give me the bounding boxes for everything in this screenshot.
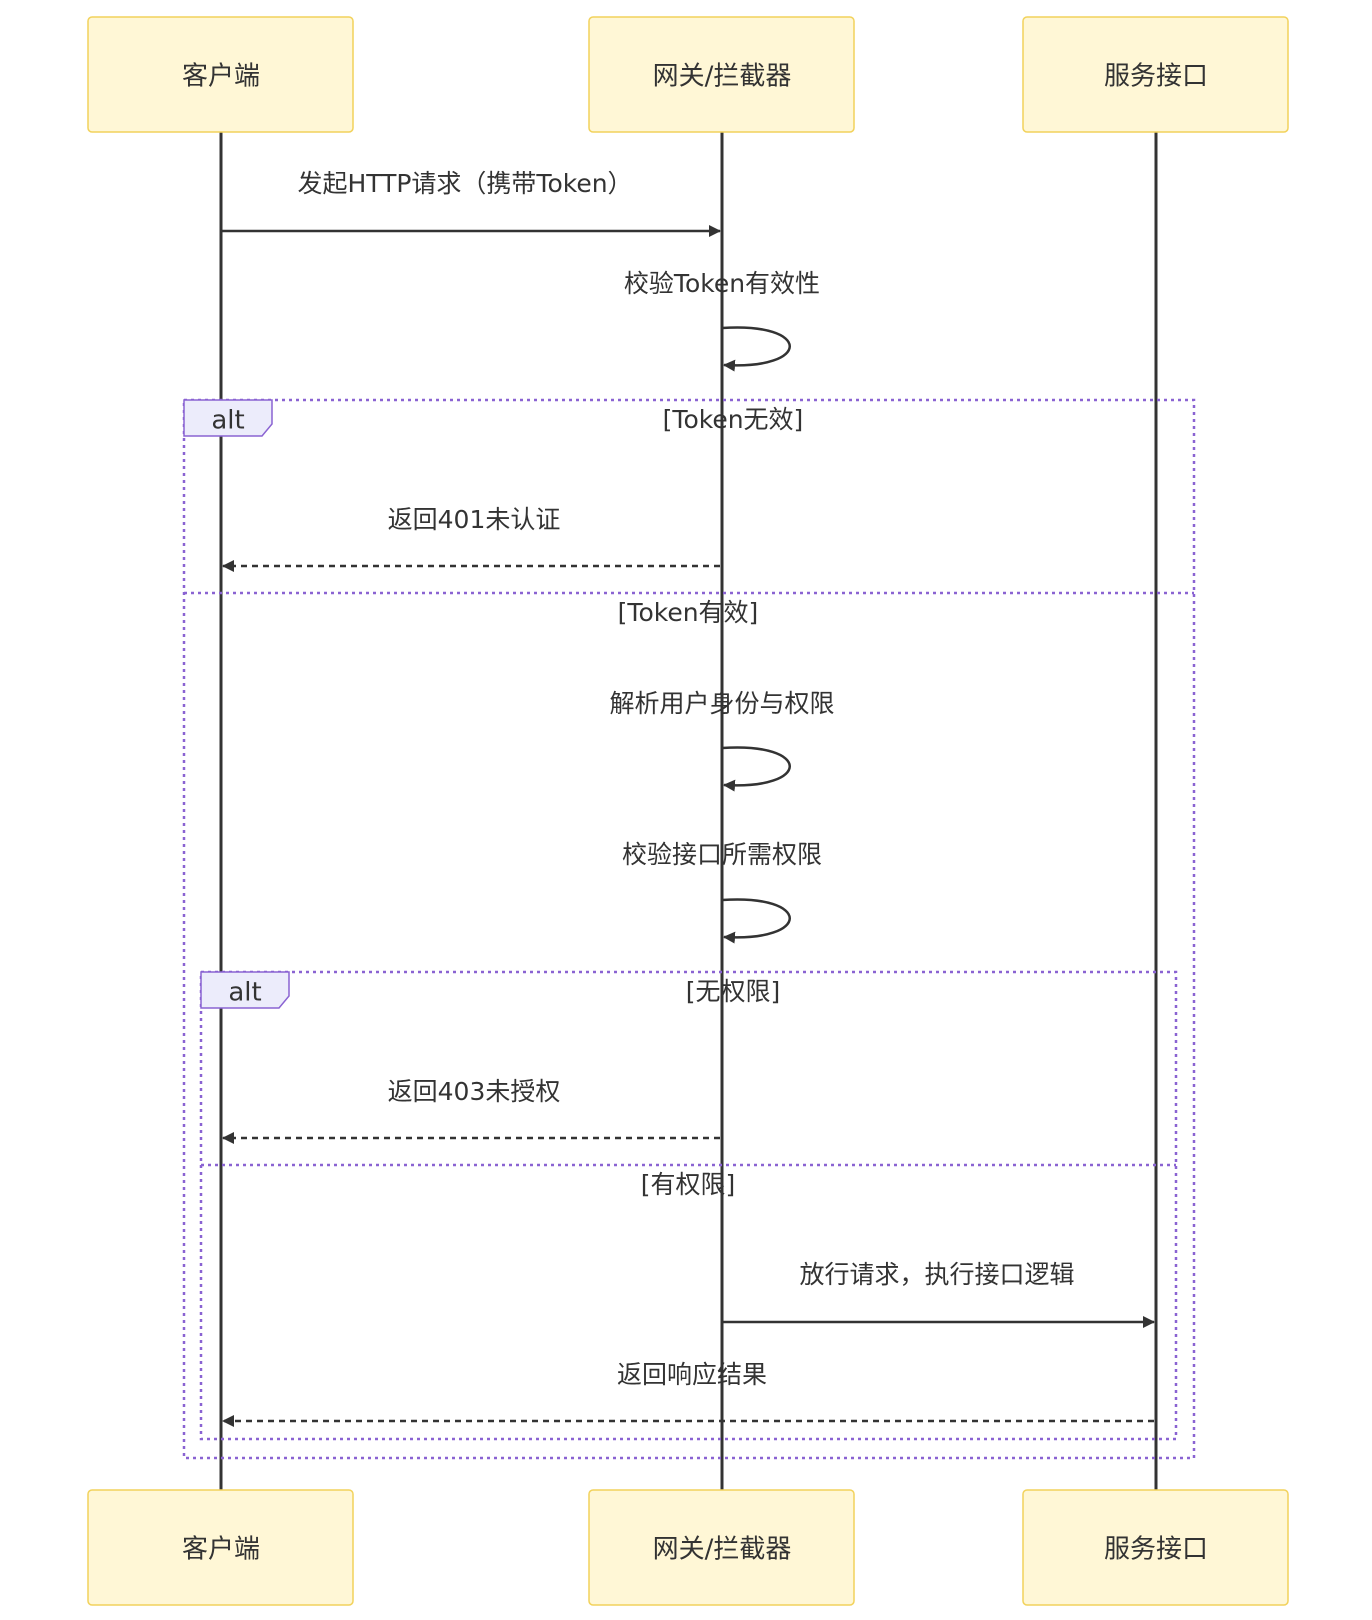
message-parse-identity: 解析用户身份与权限 <box>609 689 835 792</box>
participant-client-top: 客户端 <box>87 16 354 133</box>
condition-token-valid: [Token有效] <box>618 598 759 627</box>
message-label: 校验Token有效性 <box>624 269 820 298</box>
message-label: 发起HTTP请求（携带Token） <box>297 169 632 198</box>
alt-frame-inner: alt [无权限] [有权限] <box>199 970 1178 1441</box>
message-label: 返回403未授权 <box>388 1077 561 1106</box>
message-forward-request: 放行请求，执行接口逻辑 <box>722 1260 1155 1328</box>
participant-label: 客户端 <box>182 62 260 92</box>
message-return-401: 返回401未认证 <box>222 505 720 572</box>
participant-label: 服务接口 <box>1104 62 1208 92</box>
participant-gateway-top: 网关/拦截器 <box>588 16 855 133</box>
message-send-request: 发起HTTP请求（携带Token） <box>221 169 721 237</box>
message-check-permission: 校验接口所需权限 <box>622 840 822 944</box>
message-return-403: 返回403未授权 <box>222 1077 720 1144</box>
participant-label: 网关/拦截器 <box>653 1535 792 1565</box>
condition-no-permission: [无权限] <box>686 977 781 1006</box>
message-return-response: 返回响应结果 <box>222 1360 1154 1427</box>
participant-service-bottom: 服务接口 <box>1022 1489 1289 1606</box>
alt-frame-outer: alt [Token无效] [Token有效] <box>182 398 1196 1460</box>
participant-label: 客户端 <box>182 1535 260 1565</box>
participant-client-bottom: 客户端 <box>87 1489 354 1606</box>
participant-label: 网关/拦截器 <box>653 62 792 92</box>
participant-label: 服务接口 <box>1104 1535 1208 1565</box>
message-label: 返回响应结果 <box>617 1360 767 1389</box>
message-label: 放行请求，执行接口逻辑 <box>799 1260 1074 1289</box>
condition-token-invalid: [Token无效] <box>663 405 804 434</box>
message-label: 解析用户身份与权限 <box>609 689 834 718</box>
alt-label-outer: alt <box>211 406 244 436</box>
alt-label-inner: alt <box>228 978 261 1008</box>
condition-has-permission: [有权限] <box>641 1170 736 1199</box>
message-label: 返回401未认证 <box>388 505 561 534</box>
message-label: 校验接口所需权限 <box>622 840 822 869</box>
message-validate-token: 校验Token有效性 <box>624 269 820 372</box>
participant-gateway-bottom: 网关/拦截器 <box>588 1489 855 1606</box>
participant-service-top: 服务接口 <box>1022 16 1289 133</box>
